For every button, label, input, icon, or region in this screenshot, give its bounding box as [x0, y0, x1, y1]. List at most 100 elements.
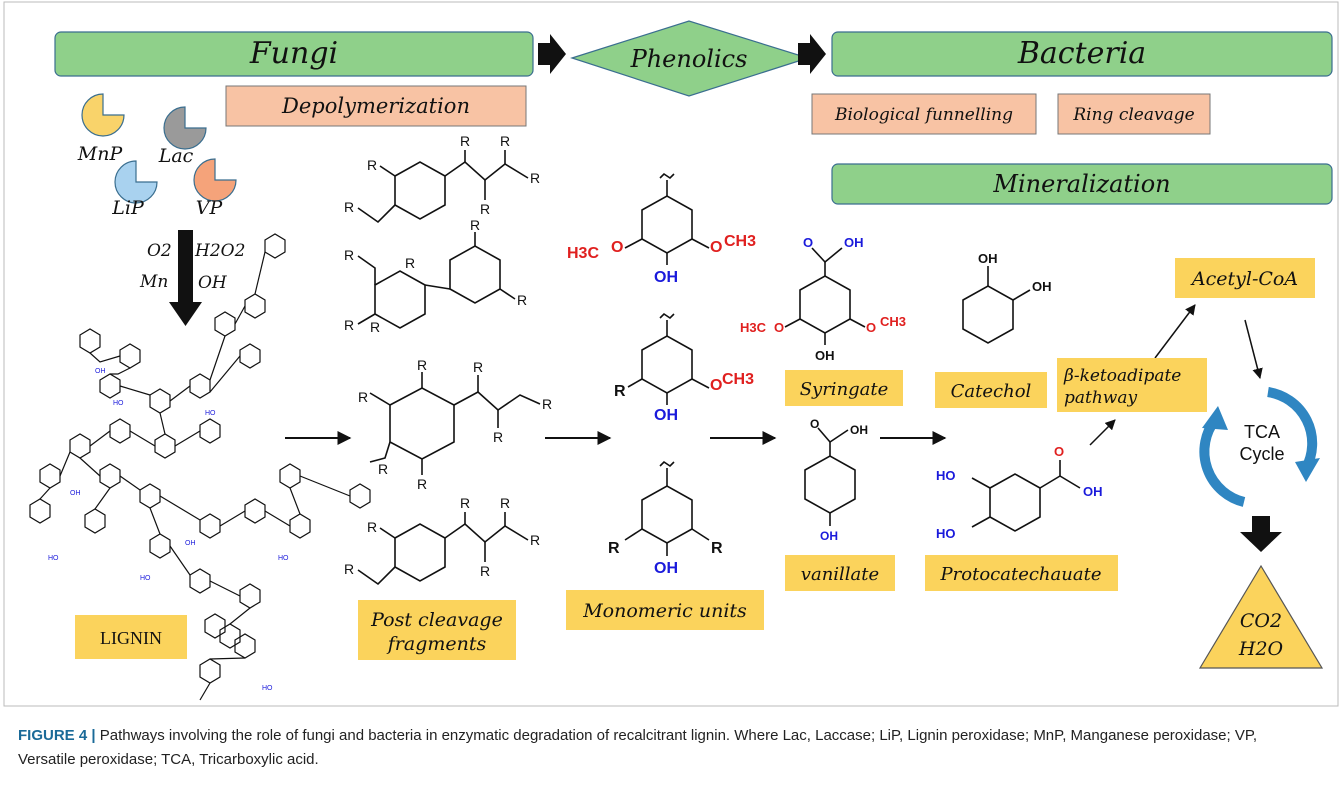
enzyme-mnp-label: MnP	[77, 143, 124, 165]
block-arrow-2	[798, 34, 826, 74]
svg-text:R: R	[493, 429, 503, 445]
svg-text:R: R	[614, 383, 626, 400]
biological-funnelling-label: Biological funnelling	[834, 105, 1013, 125]
svg-text:R: R	[344, 247, 354, 263]
biological-funnelling-box	[811, 93, 1037, 135]
svg-text:OH: OH	[95, 368, 106, 375]
ring-cleavage-box	[1057, 93, 1211, 135]
svg-text:R: R	[417, 476, 427, 492]
tca-label-line2: Cycle	[1239, 444, 1284, 464]
enzyme-vp-label: VP	[196, 197, 224, 219]
svg-text:OH: OH	[70, 490, 81, 497]
depolymerization-label: Depolymerization	[281, 94, 470, 118]
cofactor-o2: O2	[147, 241, 172, 261]
tca-arc-right	[1267, 387, 1318, 471]
catechol-structure	[962, 266, 1031, 344]
svg-text:O: O	[611, 239, 623, 256]
svg-text:HO: HO	[936, 468, 956, 483]
catechol-label: Catechol	[951, 381, 1032, 402]
svg-text:HO: HO	[262, 685, 273, 692]
mineralization-label: Mineralization	[992, 170, 1170, 198]
svg-text:O: O	[866, 320, 876, 335]
ketoadipate-label-line1: β-ketoadipate	[1063, 366, 1181, 386]
co2-label: CO2	[1240, 610, 1282, 632]
cofactor-h2o2: H2O2	[194, 241, 245, 261]
arrow-acetylcoa-to-tca	[1244, 319, 1263, 380]
svg-text:H3C: H3C	[740, 320, 767, 335]
ring-cleavage-label: Ring cleavage	[1072, 105, 1194, 125]
svg-text:R: R	[417, 357, 427, 373]
svg-text:HO: HO	[48, 555, 59, 562]
acetyl-coa-label-box	[1175, 258, 1315, 298]
bacteria-banner	[831, 31, 1333, 77]
arrow-protocatechuate-to-ketoadipate	[1089, 419, 1116, 446]
svg-text:R: R	[711, 540, 723, 557]
post-cleavage-label-line1: Post cleavage	[370, 609, 503, 631]
syringate-label-box	[785, 370, 903, 406]
syringate-label: Syringate	[800, 379, 889, 400]
post-cleavage-label-box	[358, 600, 516, 660]
cofactor-mn: Mn	[139, 272, 168, 292]
protocatechuate-structure	[971, 460, 1081, 532]
svg-text:R: R	[473, 359, 483, 375]
ketoadipate-label-line2: pathway	[1064, 388, 1137, 408]
phenolics-label: Phenolics	[630, 45, 748, 73]
catechol-label-box	[935, 372, 1047, 408]
svg-text:OH: OH	[844, 235, 864, 250]
svg-text:OH: OH	[1032, 279, 1052, 294]
svg-text:R: R	[344, 317, 354, 333]
svg-text:O: O	[810, 417, 819, 431]
svg-text:OH: OH	[654, 407, 678, 424]
svg-text:OH: OH	[850, 423, 868, 437]
svg-text:OH: OH	[978, 251, 998, 266]
protocatechuate-label: Protocatechauate	[940, 564, 1102, 585]
svg-text:R: R	[405, 255, 415, 271]
svg-text:HO: HO	[205, 410, 216, 417]
svg-text:R: R	[530, 170, 540, 186]
svg-text:R: R	[370, 319, 380, 335]
svg-text:HO: HO	[936, 526, 956, 541]
enzyme-lip-label: LiP	[111, 197, 145, 219]
svg-text:R: R	[460, 133, 470, 149]
fungi-banner	[54, 31, 534, 77]
svg-text:O: O	[710, 239, 722, 256]
ketoadipate-label-box	[1057, 358, 1207, 412]
svg-text:R: R	[608, 540, 620, 557]
svg-text:R: R	[367, 157, 377, 173]
svg-text:CH3: CH3	[880, 314, 906, 329]
svg-text:O: O	[803, 235, 813, 250]
syringate-structure	[784, 247, 866, 345]
svg-text:R: R	[378, 461, 388, 477]
figure-frame	[3, 1, 1339, 707]
svg-text:R: R	[344, 561, 354, 577]
svg-text:R: R	[480, 201, 490, 217]
svg-text:R: R	[500, 495, 510, 511]
svg-text:HO: HO	[113, 400, 124, 407]
lignin-label: LIGNIN	[100, 628, 162, 648]
svg-text:OH: OH	[185, 540, 196, 547]
enzyme-lac: Lac	[158, 106, 207, 167]
tca-arc-left	[1199, 416, 1246, 507]
svg-text:R: R	[480, 563, 490, 579]
post-cleavage-label-line2: fragments	[386, 633, 487, 655]
figure-caption-text: Pathways involving the role of fungi and…	[18, 727, 1258, 768]
monomeric-units-label-box	[566, 590, 764, 630]
h2o-label: H2O	[1238, 638, 1284, 660]
acetyl-coa-label: Acetyl-CoA	[1190, 268, 1298, 290]
monomeric-units-label: Monomeric units	[582, 600, 747, 622]
protocatechuate-label-box	[925, 555, 1118, 591]
cofactor-oh: OH	[198, 273, 228, 293]
mineralization-products-triangle	[1198, 564, 1324, 669]
enzyme-mnp: MnP	[77, 93, 125, 165]
arrow-ketoadipate-to-acetylcoa	[1154, 304, 1196, 359]
lignin-label-box	[75, 615, 187, 659]
fungi-banner-label: Fungi	[249, 36, 338, 71]
svg-text:HO: HO	[278, 555, 289, 562]
mineralization-banner	[831, 163, 1333, 205]
svg-text:O: O	[710, 377, 722, 394]
